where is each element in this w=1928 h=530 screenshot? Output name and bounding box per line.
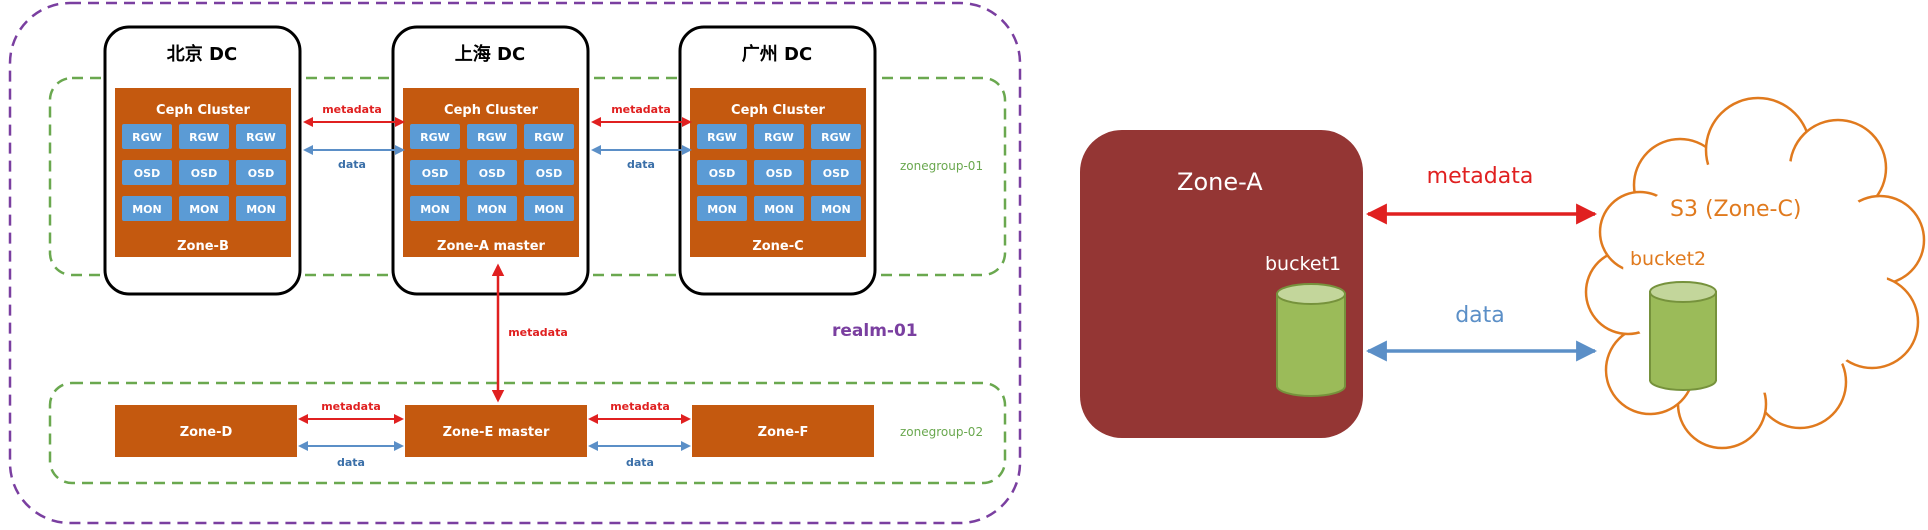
metadata-label-b-a: metadata	[322, 103, 382, 116]
metadata-arrow-label: metadata	[1427, 164, 1534, 189]
zone-label: Zone-B	[177, 239, 229, 254]
zone-e-box	[405, 405, 587, 457]
dc-title: 广州 DC	[742, 43, 812, 65]
service-label: RGW	[420, 131, 450, 144]
service-label: RGW	[246, 131, 276, 144]
service-label: OSD	[709, 167, 735, 180]
service-box	[697, 124, 747, 149]
service-label: MON	[477, 203, 507, 216]
service-label: RGW	[189, 131, 219, 144]
service-box	[467, 160, 517, 185]
zonegroup-02-label: zonegroup-02	[900, 425, 983, 439]
service-label: OSD	[191, 167, 217, 180]
bucket1-icon	[1276, 283, 1346, 397]
service-label: RGW	[707, 131, 737, 144]
metadata-label-d-e: metadata	[321, 400, 381, 413]
service-box	[811, 160, 861, 185]
zone-f-label: Zone-F	[758, 425, 809, 440]
bucket2-icon	[1649, 281, 1717, 391]
service-label: RGW	[764, 131, 794, 144]
service-box	[754, 196, 804, 221]
service-box	[179, 124, 229, 149]
metadata-label-e-f: metadata	[610, 400, 670, 413]
service-box	[410, 196, 460, 221]
bucket1-label: bucket1	[1265, 253, 1341, 275]
service-label: RGW	[821, 131, 851, 144]
service-label: MON	[132, 203, 162, 216]
service-box	[754, 124, 804, 149]
service-label: OSD	[536, 167, 562, 180]
service-box	[410, 124, 460, 149]
bucket2-label: bucket2	[1630, 248, 1706, 270]
service-label: MON	[420, 203, 450, 216]
data-label-d-e: data	[337, 456, 365, 469]
zone-f-box	[692, 405, 874, 457]
service-box	[697, 160, 747, 185]
zonegroup-02-boundary	[48, 381, 1007, 485]
service-label: MON	[246, 203, 276, 216]
service-label: MON	[821, 203, 851, 216]
s3-cloud-icon	[1584, 96, 1926, 450]
service-box	[697, 196, 747, 221]
service-label: RGW	[477, 131, 507, 144]
zone-label: Zone-C	[752, 239, 803, 254]
data-label-a-c: data	[627, 158, 655, 171]
service-box	[236, 124, 286, 149]
dc-title: 北京 DC	[167, 43, 237, 65]
zone-label: Zone-A master	[437, 239, 545, 254]
service-box	[811, 124, 861, 149]
service-label: OSD	[823, 167, 849, 180]
cluster-title: Ceph Cluster	[731, 103, 825, 118]
service-label: OSD	[422, 167, 448, 180]
service-box	[179, 196, 229, 221]
service-label: MON	[764, 203, 794, 216]
service-label: OSD	[766, 167, 792, 180]
zone-d-label: Zone-D	[180, 425, 233, 440]
metadata-label-zonegroups: metadata	[508, 326, 568, 339]
service-box	[524, 160, 574, 185]
service-label: OSD	[248, 167, 274, 180]
realm-label: realm-01	[832, 321, 918, 341]
service-label: RGW	[534, 131, 564, 144]
s3-title: S3 (Zone-C)	[1670, 197, 1801, 222]
metadata-label-a-c: metadata	[611, 103, 671, 116]
cluster-title: Ceph Cluster	[444, 103, 538, 118]
service-box	[236, 160, 286, 185]
service-label: OSD	[134, 167, 160, 180]
service-box	[122, 196, 172, 221]
service-box	[524, 124, 574, 149]
service-box	[467, 124, 517, 149]
dc-title: 上海 DC	[455, 43, 525, 65]
service-label: MON	[534, 203, 564, 216]
service-box	[811, 196, 861, 221]
service-label: RGW	[132, 131, 162, 144]
zone-d-box	[115, 405, 297, 457]
service-box	[179, 160, 229, 185]
service-box	[122, 160, 172, 185]
service-box	[754, 160, 804, 185]
service-box	[410, 160, 460, 185]
data-arrow-label: data	[1455, 303, 1505, 328]
service-label: OSD	[479, 167, 505, 180]
zonegroup-01-label: zonegroup-01	[900, 159, 983, 173]
service-box	[122, 124, 172, 149]
service-box	[467, 196, 517, 221]
zone-e-label: Zone-E master	[443, 425, 550, 440]
service-box	[236, 196, 286, 221]
data-label-e-f: data	[626, 456, 654, 469]
service-label: MON	[189, 203, 219, 216]
zone-a-title: Zone-A	[1177, 168, 1263, 196]
data-label-b-a: data	[338, 158, 366, 171]
cluster-title: Ceph Cluster	[156, 103, 250, 118]
service-label: MON	[707, 203, 737, 216]
service-box	[524, 196, 574, 221]
